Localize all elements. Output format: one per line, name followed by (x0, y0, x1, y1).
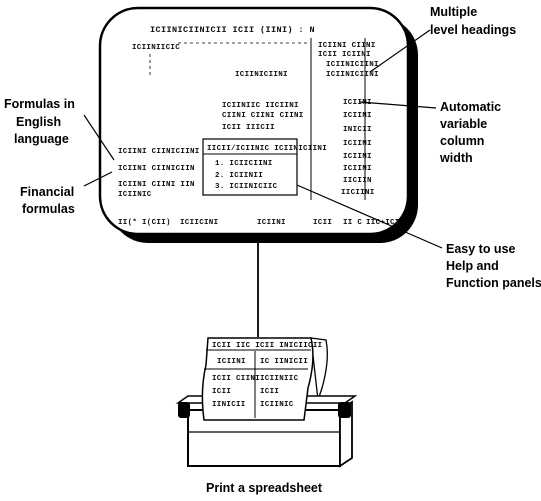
callout-line: Financial (20, 185, 74, 199)
paper-left-cell: IINICII (212, 401, 246, 409)
callout-line: Help and (446, 259, 499, 273)
bottom-row-item: IIC+ICI (366, 219, 400, 227)
heading-right-4: ICIINICIINI (326, 71, 379, 79)
right-col-cell: ICIINI (343, 140, 372, 148)
callout-formulas-english: Formulas in English language (4, 97, 75, 146)
help-panel-frame (202, 138, 298, 196)
right-col-cell: ICIINI (343, 112, 372, 120)
left-block-line: ICIINI CIINI IIN (118, 181, 195, 189)
paper-left-cell: ICIINI (217, 358, 246, 366)
bottom-row-item: II(* I(CII) (118, 219, 171, 227)
callout-line: English (16, 115, 61, 129)
callout-line: Automatic (440, 100, 501, 114)
callout-financial: Financial formulas (20, 185, 75, 216)
help-panel-title: IICII/ICIINIC ICIINICIINI (207, 145, 327, 153)
right-col-cell: ICIINI (343, 165, 372, 173)
leader-financial (83, 171, 113, 187)
left-formula-block: ICIINI CIINICIINI ICIINI CIINICIIN ICIIN… (118, 148, 200, 199)
callout-line: formulas (22, 202, 75, 216)
bottom-row-item: ICII (313, 219, 332, 227)
printer-knob-left (178, 402, 190, 418)
left-block-line: ICIINI CIINICIINI (118, 148, 200, 156)
screen-title: ICIINICIINICII ICII (IINI) : N (150, 25, 315, 35)
leader-lines (83, 29, 443, 249)
printer-knob-right (338, 402, 351, 418)
bottom-row-item: ICIICINI (180, 219, 218, 227)
paper-left-cell: ICII CIINI (212, 375, 260, 383)
callout-line: width (439, 151, 473, 165)
help-panel-item[interactable]: 2. ICIINII (215, 172, 263, 180)
leader-help-panels (296, 184, 443, 249)
paper-right-cell: IC IINICII (260, 358, 308, 366)
heading-right-3: ICIINICIINI (326, 61, 379, 69)
paper-sheet (201, 337, 314, 421)
help-panel-item[interactable]: 1. ICIICIINI (215, 160, 273, 168)
monitor (98, 6, 418, 243)
mid-center-heading: ICIINICIINI (235, 71, 288, 79)
leader-formulas-english (83, 114, 115, 161)
heading-right-1: ICIINI CIINI (318, 42, 376, 50)
callout-multiple-headings: Multiple level headings (430, 5, 516, 37)
callout-line: Easy to use (446, 242, 516, 256)
mid-block-line-3: ICII IIICII (222, 124, 275, 132)
callout-line: level headings (430, 23, 516, 37)
right-column-values: ICIINI ICIINI INICII ICIINI ICIINI ICIIN… (341, 99, 375, 197)
mid-block-line-2: CIINI CIINI CIINI (222, 112, 304, 120)
callout-auto-width: Automatic variable column width (439, 100, 501, 165)
right-col-cell: ICIINI (343, 153, 372, 161)
paper-right-cell: ICII (260, 388, 279, 396)
help-panel-item[interactable]: 3. ICIINICIIC (215, 183, 278, 191)
paper-right-cell: ICIINIC (260, 401, 294, 409)
printer: ICII IIC ICII INICIICII ICIINI ICII CIIN… (175, 337, 358, 468)
screen-top-left: ICIINIICIC (132, 44, 180, 52)
callout-help-panels: Easy to use Help and Function panels (446, 242, 541, 290)
heading-right-2: ICII ICIINI (318, 51, 371, 59)
screen-content: ICIINICIINICII ICII (IINI) : N ICIINIICI… (118, 25, 400, 227)
right-col-cell: INICII (343, 126, 372, 134)
paper-left-cell: ICII (212, 388, 231, 396)
left-block-line: ICIINI CIINICIIN (118, 165, 195, 173)
callout-line: Multiple (430, 5, 477, 19)
left-block-line: ICIINIC (118, 191, 152, 199)
callout-line: Function panels (446, 276, 541, 290)
leader-auto-width (359, 101, 437, 109)
callout-line: Formulas in (4, 97, 75, 111)
caption: Print a spreadsheet (206, 481, 323, 495)
paper-title: ICII IIC ICII INICIICII (212, 342, 322, 350)
callout-line: language (14, 132, 69, 146)
bottom-row-item: ICIINI (257, 219, 286, 227)
right-col-cell: IICIIN (343, 177, 372, 185)
right-col-cell: IICIINI (341, 189, 375, 197)
mid-block-line-1: ICIINIIC IICIINI (222, 102, 299, 110)
leader-multiple-headings (369, 29, 431, 73)
bottom-row-item: II C (343, 219, 362, 227)
right-col-cell: ICIINI (343, 99, 372, 107)
callout-line: variable (440, 117, 487, 131)
help-panel[interactable]: IICII/ICIINIC ICIINICIINI 1. ICIICIINI 2… (202, 138, 327, 196)
paper-right-cell: ICIINIIC (260, 375, 299, 383)
monitor-screen (98, 6, 410, 236)
bottom-function-row: II(* I(CII) ICIICINI ICIINI ICII II C II… (118, 219, 400, 227)
callout-line: column (440, 134, 484, 148)
paper-back-fold (310, 337, 328, 401)
